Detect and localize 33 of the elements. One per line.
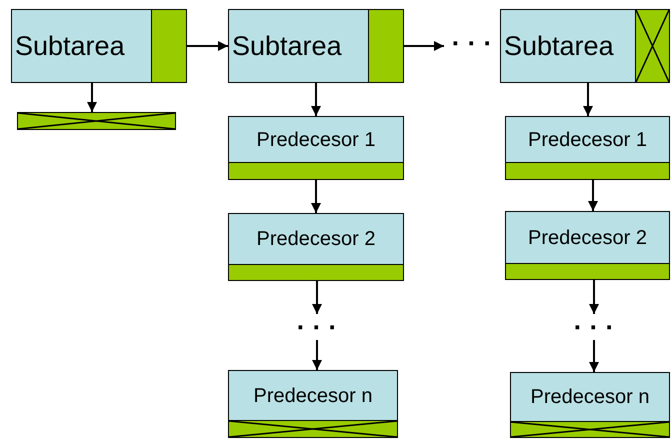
arrow [583,83,593,116]
arrow [87,83,97,112]
arrow [312,281,322,314]
ellipsis: · · · [452,30,492,56]
node-label: Predecesor n [254,386,372,406]
node-label: Subtarea [504,32,614,60]
null-bar [17,112,176,130]
node-label: Predecesor n [530,387,650,407]
arrow [311,83,321,116]
ellipsis: · · · [296,314,338,340]
predecessor-box [228,116,404,180]
predecessor-box [505,211,670,280]
node-label: Predecesor 1 [256,130,376,150]
node-label: Predecesor 2 [256,229,376,249]
arrow [589,340,599,372]
arrow [312,340,322,370]
predecessor-box [505,116,670,180]
predecessor-box [228,213,404,281]
predecessor-box [228,370,398,438]
task-box [11,9,187,83]
arrow [311,180,321,213]
arrow [404,41,444,51]
arrow [588,180,598,211]
arrow [187,41,228,51]
node-label: Predecesor 2 [528,228,647,248]
node-label: Predecesor 1 [528,130,647,150]
task-box [500,9,670,83]
predecessor-box [510,372,670,438]
arrow [589,280,599,314]
ellipsis: · · · [574,314,614,340]
node-label: Subtarea [232,32,342,60]
node-label: Subtarea [15,32,125,60]
task-box [228,9,404,83]
